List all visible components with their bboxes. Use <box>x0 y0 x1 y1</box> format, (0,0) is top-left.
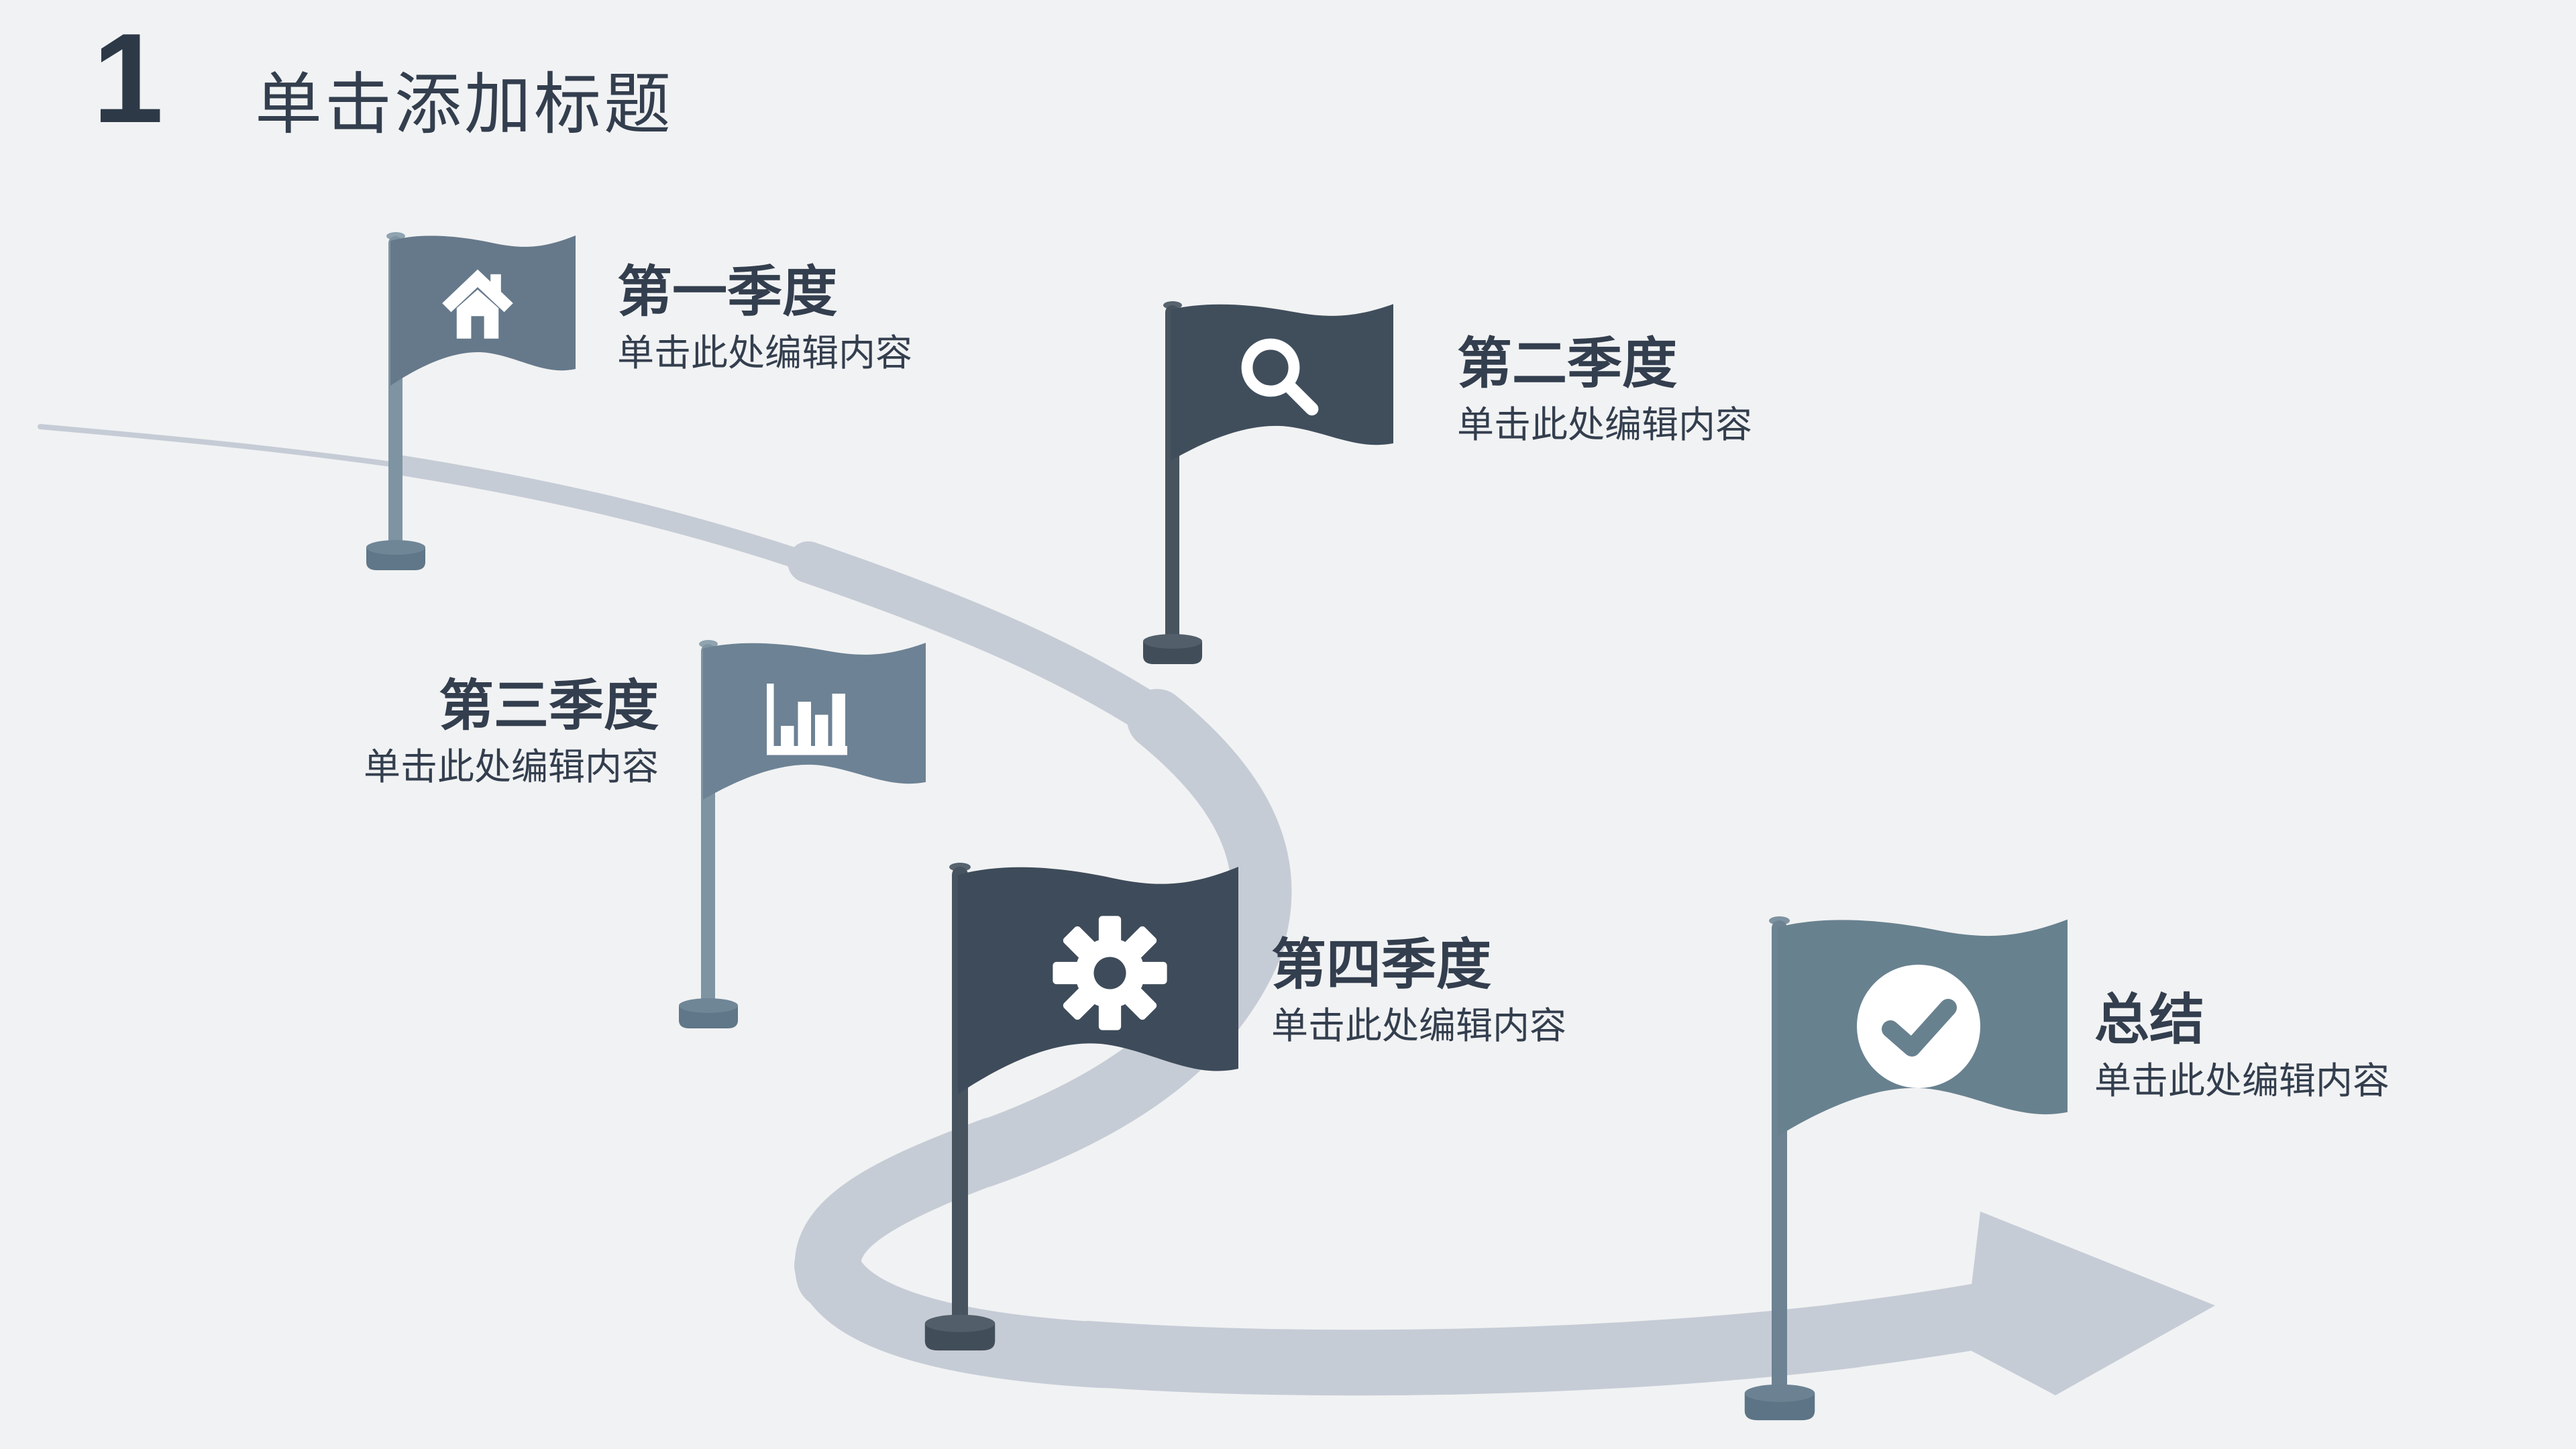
milestone-description[interactable]: 单击此处编辑内容 <box>363 746 659 788</box>
milestone-description[interactable]: 单击此处编辑内容 <box>2094 1060 2390 1102</box>
milestone-description[interactable]: 单击此处编辑内容 <box>1457 404 1753 445</box>
milestone-text-q2[interactable]: 第二季度 单击此处编辑内容 <box>1457 337 1752 443</box>
check-icon <box>1857 965 1980 1088</box>
milestone-text-q1[interactable]: 第一季度 单击此处编辑内容 <box>617 265 912 372</box>
search-icon <box>1241 338 1319 416</box>
pole-base <box>679 998 738 1028</box>
milestone-description[interactable]: 单击此处编辑内容 <box>617 332 913 374</box>
pole-base <box>924 1314 996 1351</box>
pole-base <box>366 540 425 570</box>
milestone-text-q3[interactable]: 第三季度 单击此处编辑内容 <box>329 679 659 786</box>
milestone-title[interactable]: 总结 <box>2094 989 2205 1051</box>
flag-banner-q3[interactable] <box>703 639 926 800</box>
milestone-description[interactable]: 单击此处编辑内容 <box>1271 1005 1567 1046</box>
gear-icon <box>1053 916 1167 1030</box>
pole-base <box>1143 634 1202 664</box>
milestone-title[interactable]: 第三季度 <box>438 676 659 737</box>
milestone-text-q4[interactable]: 第四季度 单击此处编辑内容 <box>1271 938 1566 1044</box>
milestone-title[interactable]: 第二季度 <box>1457 333 1678 394</box>
arrow-head <box>1964 1212 2215 1395</box>
bar-chart-icon <box>767 684 847 755</box>
milestone-title[interactable]: 第四季度 <box>1271 934 1492 996</box>
milestone-title[interactable]: 第一季度 <box>617 262 838 323</box>
home-icon <box>442 269 513 339</box>
pole-base <box>1744 1384 1815 1421</box>
slide-title[interactable]: 单击添加标题 <box>255 67 674 142</box>
page-number: 1 <box>93 7 164 150</box>
milestone-text-summary[interactable]: 总结 单击此处编辑内容 <box>2094 993 2390 1099</box>
